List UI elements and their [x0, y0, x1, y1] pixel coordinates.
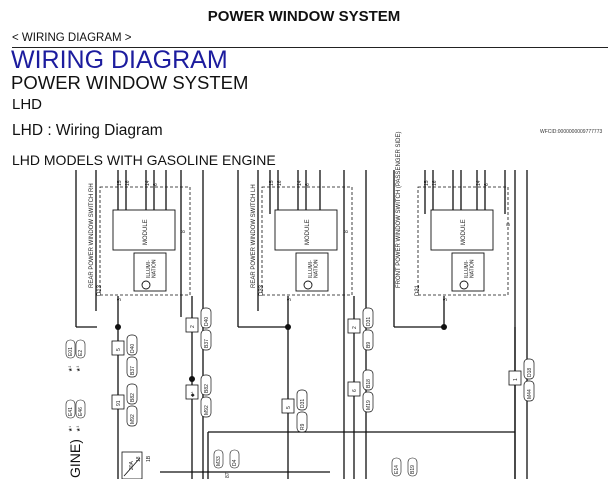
switch-2-pin-d: 6	[305, 183, 311, 186]
legend-code-2: E2	[78, 350, 84, 356]
switch-1-connector: D13	[97, 284, 103, 296]
switch-3-bottom-pin: 3	[443, 298, 449, 301]
switch-3-illumination: ILLUMI-NATION	[464, 259, 476, 278]
switch-1-bottom-pin: 3	[117, 298, 123, 301]
legend-mark-4: ★³	[76, 426, 82, 432]
switch-2-pin-a: 15	[269, 180, 275, 186]
switch-1-texts: REAR POWER WINDOW SWITCH RH D13 MODULE I…	[89, 180, 187, 301]
switch-1-pin-b: 16	[125, 180, 131, 186]
legend-code-3: E41	[68, 407, 74, 416]
j4-conn-top: B82	[204, 384, 210, 393]
j3-conn-bottom: B37	[204, 339, 210, 348]
j5-conn-top: D31	[300, 399, 306, 408]
switch-1-illumination: ILLUMI-NATION	[146, 259, 158, 278]
switch-3-pin-d: 6	[484, 183, 490, 186]
bottom-code-3: 87	[225, 472, 231, 478]
j6-conn-top: D31	[366, 317, 372, 326]
j2-conn-top: B82	[130, 393, 136, 402]
switch-2-texts: REAR POWER WINDOW SWITCH LH D33 MODULE I…	[251, 180, 350, 301]
switch-3-side-pin: 8	[506, 223, 512, 226]
j5-pin: 5	[286, 406, 292, 409]
switch-2-pin-b: 16	[277, 180, 283, 186]
variant-title: LHD	[12, 96, 43, 113]
header-rule	[12, 47, 608, 48]
j7-conn-top: B18	[366, 379, 372, 388]
switch-2-module: MODULE	[305, 219, 311, 245]
legend-mark-1: ★²	[68, 366, 74, 372]
j6-pin: 2	[352, 326, 358, 329]
j4-conn-bottom: M92	[204, 405, 210, 415]
fuse-id: 18	[136, 456, 142, 462]
j6-conn-bottom: B9	[366, 342, 372, 348]
switch-2-connector: D33	[259, 284, 265, 296]
switch-2-pin-c: 14	[297, 180, 303, 186]
junction-connectors: 5 D40 B37 91 B82 M92 2 D40 B37 ◆¹ B82 M9…	[111, 307, 535, 433]
j7-pin: 6	[352, 389, 358, 392]
j8-pin: 1	[513, 378, 519, 381]
j1-conn-bottom: B37	[130, 366, 136, 375]
switch-2-side-pin: 8	[344, 230, 350, 233]
switch-2-bottom-pin: 3	[287, 298, 293, 301]
j8-conn-bottom: M44	[527, 389, 533, 399]
j2-pin: 91	[116, 400, 122, 406]
j1-conn-top: D40	[130, 344, 136, 353]
wcid-code: WFCID:0000000009777773	[540, 129, 603, 135]
diagram-subtitle: LHD : Wiring Diagram	[12, 122, 163, 139]
models-heading: LHD MODELS WITH GASOLINE ENGINE	[12, 152, 276, 168]
legend-mark-3: ★¹	[68, 426, 74, 432]
fuse-amp: 20A	[129, 460, 135, 470]
j8-conn-top: D18	[527, 368, 533, 377]
legend-mark-2: ★³	[76, 366, 82, 372]
page-header-title: POWER WINDOW SYSTEM	[207, 8, 401, 25]
switch-3-texts: FRONT POWER WINDOW SWITCH (PASSENGER SID…	[396, 132, 512, 301]
breadcrumb[interactable]: < WIRING DIAGRAM >	[12, 32, 132, 44]
switch-2-name: REAR POWER WINDOW SWITCH LH	[251, 184, 257, 288]
j3-pin: 2	[190, 325, 196, 328]
engine-side-label: GINE)	[67, 439, 83, 478]
fuse-block: 20A 18 1B	[121, 451, 152, 479]
bottom-code-5: B19	[410, 465, 416, 474]
switch-3-name: FRONT POWER WINDOW SWITCH (PASSENGER SID…	[396, 132, 402, 288]
j3-conn-top: D40	[204, 317, 210, 326]
j5-conn-bottom: R9	[300, 423, 306, 430]
switch-3-connector: D31	[415, 284, 421, 296]
j4-pin: ◆¹	[190, 391, 196, 397]
legend-code-4: E46	[78, 407, 84, 416]
section-title: WIRING DIAGRAM	[11, 46, 228, 74]
bottom-code-1: M33	[216, 456, 222, 466]
junction-dots	[115, 324, 447, 382]
switch-1-module: MODULE	[143, 219, 149, 245]
j7-conn-bottom: M19	[366, 400, 372, 410]
switch-2-box	[261, 186, 353, 296]
bottom-code-2: D4	[232, 459, 238, 466]
switch-1-name: REAR POWER WINDOW SWITCH RH	[89, 183, 95, 288]
switch-1-pin-a: 15	[117, 180, 123, 186]
j2-conn-bottom: M92	[130, 414, 136, 424]
switch-1-pin-c: 14	[145, 180, 151, 186]
switch-3-box	[417, 186, 509, 296]
bottom-code-4: E14	[394, 465, 400, 474]
switch-1-pin-d: 6	[153, 183, 159, 186]
switch-2-illumination: ILLUMI-NATION	[308, 259, 320, 278]
left-legend: ★² ★³ ★¹ ★³ E01 E2 E41 E46 GINE)	[65, 339, 86, 478]
switch-3-pin-a: 15	[424, 180, 430, 186]
switch-3-pin-c: 14	[476, 180, 482, 186]
system-title: POWER WINDOW SYSTEM	[11, 72, 249, 93]
legend-code-1: E01	[68, 347, 74, 356]
switch-1-side-pin: 8	[181, 230, 187, 233]
switch-3-module: MODULE	[461, 219, 467, 245]
switch-1-box	[99, 186, 191, 296]
switch-3-pin-b: 16	[432, 180, 438, 186]
bottom-codes: M33 D4 87 E14 B19	[213, 449, 418, 478]
j1-pin: 5	[116, 348, 122, 351]
fuse-pin: 1B	[146, 455, 152, 462]
